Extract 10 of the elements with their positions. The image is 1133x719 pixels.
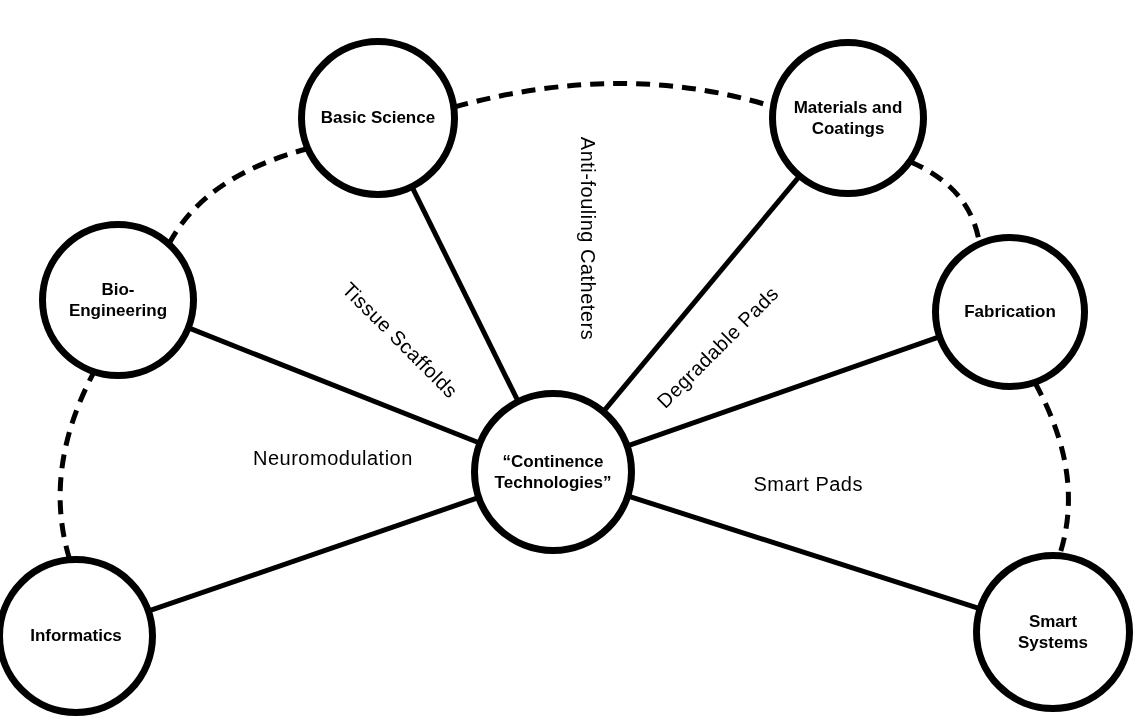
sector-label: Anti-fouling Catheters [575,136,599,340]
topic-label: Bio-Engineering [67,278,169,322]
topic-label: “Continence Technologies” [494,450,612,494]
topic-label: Materials and Coatings [792,96,904,140]
topic-label: Fabrication [964,301,1056,323]
topic-label: Basic Science [320,107,436,129]
topic-label: Informatics [30,625,122,647]
sector-label: Neuromodulation [253,446,413,470]
sector-label: Smart Pads [753,472,863,496]
topic-label: Smart Systems [1017,610,1089,654]
